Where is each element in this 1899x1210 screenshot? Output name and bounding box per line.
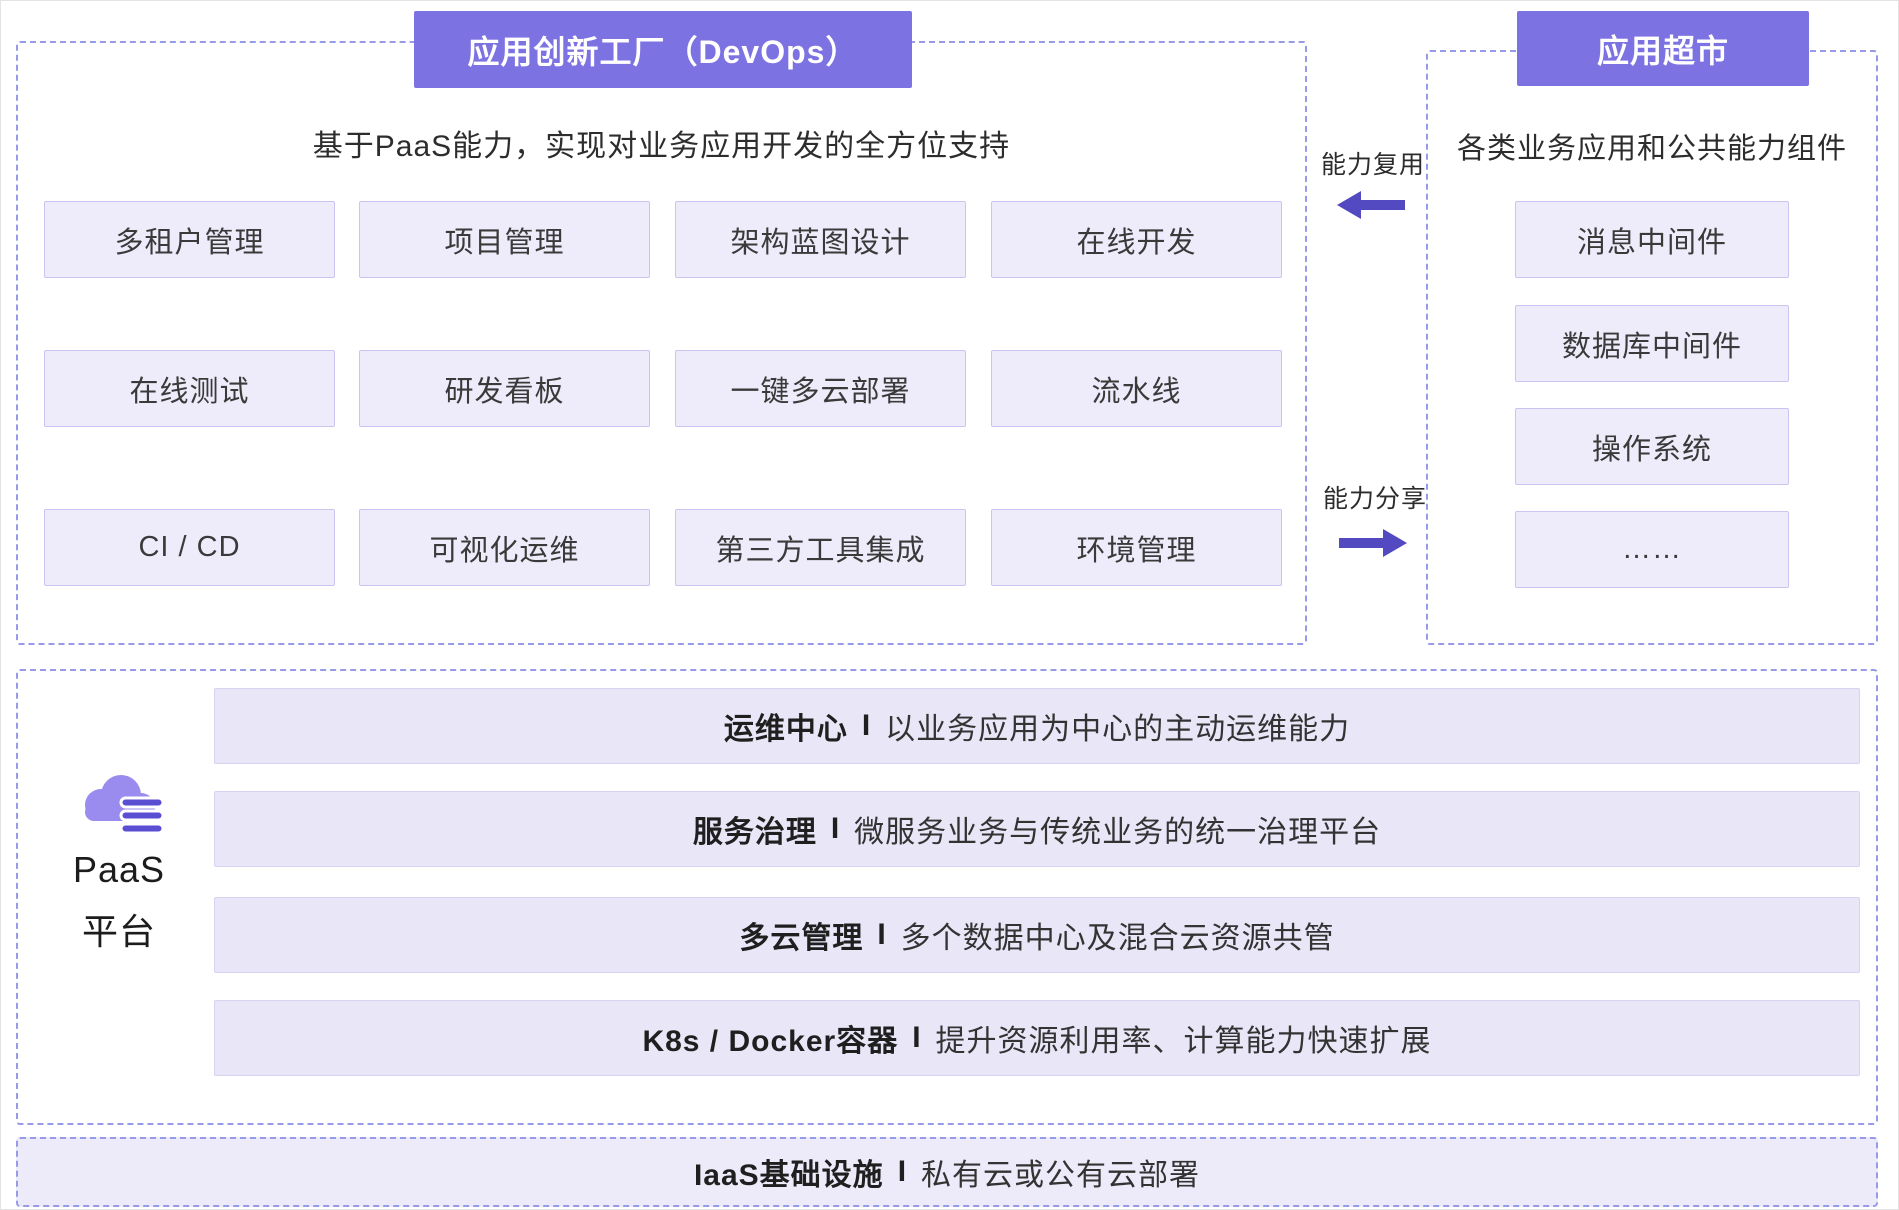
devops-cell: CI / CD bbox=[44, 509, 335, 586]
cloud-stack-icon bbox=[73, 769, 169, 845]
layer-separator: I bbox=[877, 918, 887, 951]
paas-layer-service-governance: 服务治理 I 微服务业务与传统业务的统一治理平台 bbox=[214, 791, 1860, 867]
iaas-separator: I bbox=[897, 1155, 908, 1188]
iaas-name: IaaS基础设施 bbox=[693, 1159, 884, 1192]
layer-separator: I bbox=[912, 1021, 922, 1054]
devops-cell: 一键多云部署 bbox=[675, 350, 966, 427]
devops-panel-title: 应用创新工厂（DevOps） bbox=[467, 33, 859, 70]
market-item: 数据库中间件 bbox=[1515, 305, 1789, 382]
devops-cell: 流水线 bbox=[991, 350, 1282, 427]
paas-layer-multicloud: 多云管理 I 多个数据中心及混合云资源共管 bbox=[214, 897, 1860, 973]
devops-cell: 在线测试 bbox=[44, 350, 335, 427]
paas-label-line1: PaaS bbox=[72, 849, 166, 890]
paas-layer-k8s-docker: K8s / Docker容器 I 提升资源利用率、计算能力快速扩展 bbox=[214, 1000, 1860, 1076]
devops-cell: 架构蓝图设计 bbox=[675, 201, 966, 278]
devops-cell: 在线开发 bbox=[991, 201, 1282, 278]
arrow-right-icon bbox=[1339, 529, 1407, 557]
layer-separator: I bbox=[830, 812, 841, 845]
capability-reuse-label: 能力复用 bbox=[1320, 151, 1425, 179]
layer-separator: I bbox=[861, 709, 872, 742]
paas-label-line2: 平台 bbox=[81, 911, 156, 952]
iaas-bar: IaaS基础设施 I 私有云或公有云部署 bbox=[16, 1137, 1878, 1207]
devops-cell: 研发看板 bbox=[359, 350, 650, 427]
layer-name: K8s / Docker容器 bbox=[642, 1025, 899, 1058]
arrow-left-icon bbox=[1337, 191, 1405, 219]
layer-name: 运维中心 bbox=[723, 713, 848, 746]
layer-desc: 多个数据中心及混合云资源共管 bbox=[900, 922, 1335, 955]
devops-cell: 多租户管理 bbox=[44, 201, 335, 278]
market-item: …… bbox=[1515, 511, 1789, 588]
layer-desc: 以业务应用为中心的主动运维能力 bbox=[885, 713, 1351, 746]
layer-desc: 提升资源利用率、计算能力快速扩展 bbox=[935, 1025, 1432, 1058]
capability-share-label: 能力分享 bbox=[1322, 485, 1427, 513]
devops-subtitle: 基于PaaS能力，实现对业务应用开发的全方位支持 bbox=[312, 130, 1011, 163]
market-item: 消息中间件 bbox=[1515, 201, 1789, 278]
iaas-desc: 私有云或公有云部署 bbox=[921, 1159, 1201, 1192]
layer-name: 多云管理 bbox=[739, 922, 864, 955]
devops-cell: 环境管理 bbox=[991, 509, 1282, 586]
devops-cell: 项目管理 bbox=[359, 201, 650, 278]
market-panel-title-badge: 应用超市 bbox=[1517, 11, 1809, 86]
devops-cell: 第三方工具集成 bbox=[675, 509, 966, 586]
layer-name: 服务治理 bbox=[692, 816, 817, 849]
layer-desc: 微服务业务与传统业务的统一治理平台 bbox=[854, 816, 1382, 849]
paas-layer-ops-center: 运维中心 I 以业务应用为中心的主动运维能力 bbox=[214, 688, 1860, 764]
devops-panel-title-badge: 应用创新工厂（DevOps） bbox=[414, 11, 912, 88]
market-item: 操作系统 bbox=[1515, 408, 1789, 485]
market-subtitle: 各类业务应用和公共能力组件 bbox=[1456, 133, 1847, 165]
devops-cell: 可视化运维 bbox=[359, 509, 650, 586]
market-panel-title: 应用超市 bbox=[1596, 32, 1729, 69]
